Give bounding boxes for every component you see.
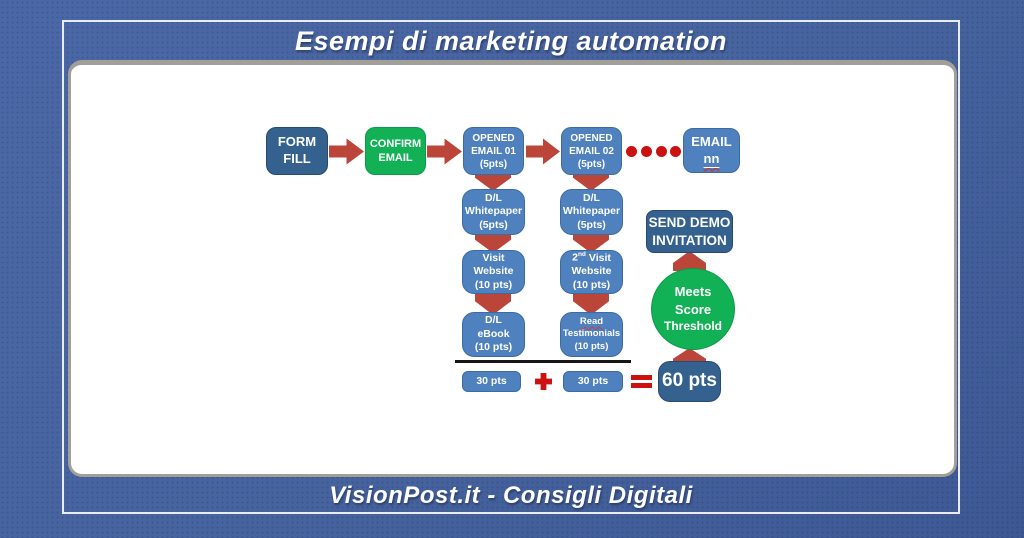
meets-score-threshold-circle: Meets Score Threshold	[651, 268, 735, 350]
ellipsis-dot-icon	[656, 146, 667, 157]
read-testimonials-box: Read Testimonials (10 pts)	[560, 312, 623, 357]
ellipsis-dot-icon	[626, 146, 637, 157]
equals-icon	[631, 375, 652, 388]
arrow-right-icon	[526, 138, 560, 165]
email-nn-box: EMAIL nn	[683, 128, 740, 173]
slide-frame-border	[62, 20, 960, 514]
page-title: Esempi di marketing automation	[294, 26, 728, 56]
form-fill-box: FORM FILL	[266, 127, 328, 175]
send-demo-invitation-box: SEND DEMO INVITATION	[646, 210, 733, 253]
dl-ebook-box: D/L eBook (10 pts)	[462, 312, 525, 357]
sum-line	[455, 360, 631, 363]
confirm-email-box: CONFIRM EMAIL	[365, 127, 426, 175]
footer-credit: VisionPost.it - Consigli Digitali	[329, 482, 693, 509]
arrow-right-icon	[329, 138, 364, 165]
dl-whitepaper-2-box: D/L Whitepaper (5pts)	[560, 189, 623, 235]
opened-email-02-box: OPENED EMAIL 02 (5pts)	[561, 127, 622, 175]
score-total-box: 60 pts	[658, 361, 721, 402]
visit-website-box: Visit Website (10 pts)	[462, 250, 525, 294]
ellipsis-dot-icon	[641, 146, 652, 157]
score-left-box: 30 pts	[462, 371, 521, 392]
diagram-panel: FORM FILL CONFIRM EMAIL OPENED EMAIL 01 …	[68, 60, 957, 477]
dl-whitepaper-1-box: D/L Whitepaper (5pts)	[462, 189, 525, 235]
score-right-box: 30 pts	[563, 371, 623, 392]
plus-icon	[535, 373, 552, 390]
arrow-right-icon	[427, 138, 462, 165]
opened-email-01-box: OPENED EMAIL 01 (5pts)	[463, 127, 524, 175]
ellipsis-dot-icon	[670, 146, 681, 157]
